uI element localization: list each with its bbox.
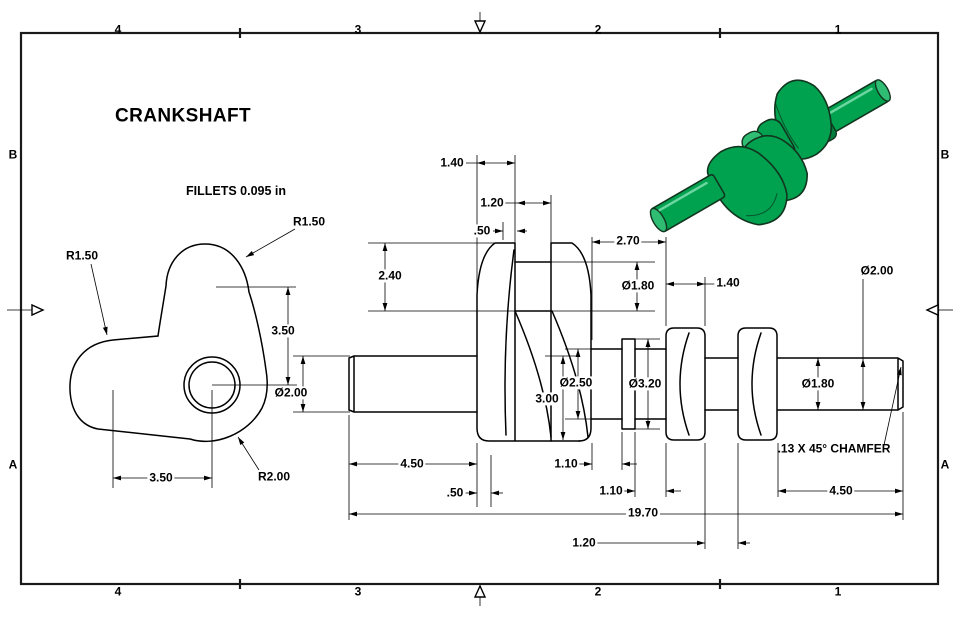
crank-pin2 (704, 357, 739, 411)
render-crease (746, 193, 778, 217)
page-title: CRANKSHAFT (115, 105, 251, 127)
sheet-border (7, 12, 953, 606)
dim-journal-left-length: 1.10 (552, 456, 580, 471)
dim-web-height: 3.00 (533, 391, 561, 406)
center-datum-arrows (7, 12, 953, 606)
leader-fillet-left (90, 263, 108, 336)
extension-lines (112, 155, 904, 549)
dim-right-boss-dia: Ø2.00 (858, 263, 896, 278)
web1 (476, 242, 581, 442)
dim-web-base-fillet: .50 (444, 485, 466, 500)
datum-arrow-top-icon (473, 20, 487, 34)
dim-web3-width: 1.40 (714, 275, 742, 290)
zone-left-a: A (8, 457, 18, 472)
render-highlight (828, 87, 873, 115)
dim-journal-dia: Ø2.50 (557, 375, 595, 390)
render-lobe-down-big (706, 145, 788, 226)
render-left-shaft-cap (649, 207, 668, 233)
zone-top-2: 2 (594, 22, 602, 37)
zone-right-a: A (940, 457, 950, 472)
center-journal (590, 348, 667, 420)
pin1-fillet-arc (514, 310, 552, 438)
dim-fillet-radius-top: R1.50 (292, 214, 326, 229)
datum-arrow-left-icon (31, 303, 45, 317)
zone-right-b: B (940, 147, 950, 162)
web3-face-arc (679, 332, 690, 436)
zone-top-4: 4 (114, 22, 122, 37)
iso-render-3d (649, 79, 891, 233)
zone-left-b: B (8, 147, 18, 162)
zone-ticks (238, 28, 722, 589)
dim-pin2-length: 1.20 (570, 535, 598, 550)
web1-face-arc (504, 249, 515, 436)
render-right-shaft-cap (874, 79, 891, 102)
dim-pin-drop: 2.40 (376, 268, 404, 283)
dim-tail-lines (466, 162, 864, 544)
leader-chamfer-note (883, 366, 902, 446)
web2 (550, 242, 592, 442)
side-view (69, 243, 268, 443)
zone-bottom-4: 4 (114, 584, 122, 599)
zone-bottom-2: 2 (594, 584, 602, 599)
web2-face-arc (551, 310, 589, 438)
datum-arrow-bottom-icon (473, 584, 487, 598)
dim-mid-group-span: 2.70 (614, 233, 642, 248)
fillet-note: FILLETS 0.095 in (185, 184, 287, 199)
dim-web-top-chamfer: .50 (471, 223, 493, 238)
flange-disc (621, 338, 636, 430)
dim-base-radius: R2.00 (257, 469, 291, 484)
dim-web1-width: 1.40 (438, 155, 466, 170)
dim-lobe-offset-horizontal: 3.50 (147, 470, 175, 485)
dim-pin-offset-vertical: 3.50 (269, 323, 297, 338)
render-highlight (658, 181, 708, 212)
dim-right-shaft-length: 4.50 (827, 483, 855, 498)
leader-base-radius (237, 436, 260, 471)
dim-pin1-length: 1.20 (478, 195, 506, 210)
zone-bottom-1: 1 (834, 584, 842, 599)
dim-overall-length: 19.70 (625, 505, 661, 520)
dim-fillet-radius-left: R1.50 (65, 248, 99, 263)
zone-top-3: 3 (354, 22, 362, 37)
zone-bottom-3: 3 (354, 584, 362, 599)
datum-arrow-right-icon (925, 303, 939, 317)
left-shaft (348, 355, 478, 413)
crank-pin1 (514, 261, 552, 312)
chamfer-note: .13 X 45° CHAMFER (777, 441, 891, 456)
right-shaft (777, 357, 904, 411)
dim-shaft-dia-left: Ø2.00 (272, 385, 310, 400)
web3 (665, 327, 706, 441)
web4 (737, 327, 778, 441)
dim-left-shaft-length: 4.50 (398, 456, 426, 471)
dim-pin-dia: Ø1.80 (619, 278, 657, 293)
dim-flange-dia: Ø3.20 (626, 376, 664, 391)
web4-face-arc (751, 332, 762, 436)
dim-journal-right-length: 1.10 (597, 483, 625, 498)
side-view-outline (69, 243, 268, 443)
front-view (348, 242, 904, 442)
leader-fillet-top (245, 228, 296, 258)
render-crease (774, 101, 799, 149)
dim-right-shaft-dia: Ø1.80 (799, 376, 837, 391)
zone-top-1: 1 (834, 22, 842, 37)
